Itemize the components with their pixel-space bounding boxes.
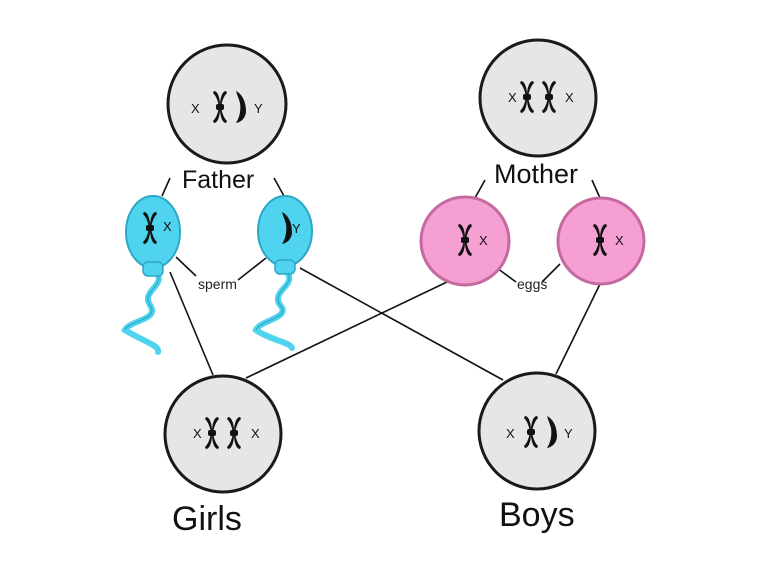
sperm-x	[121, 195, 181, 355]
sperm-icon	[121, 267, 162, 355]
father-cell	[166, 43, 288, 165]
girls-label: Girls	[172, 500, 242, 538]
boys-y-letter: Y	[564, 426, 573, 441]
eggs-label: eggs	[517, 276, 548, 292]
sperm-x-letter: X	[163, 219, 172, 234]
girls-x-letter-right: X	[251, 426, 260, 441]
egg-1	[419, 195, 511, 287]
sperm-y-letter: Y	[292, 221, 301, 236]
egg1-x-letter: X	[479, 233, 488, 248]
girls-x-letter-left: X	[193, 426, 202, 441]
boys-label: Boys	[499, 496, 575, 534]
sperm-icon	[252, 267, 295, 351]
father-y-letter: Y	[254, 101, 263, 116]
mother-x-letter-right: X	[565, 90, 574, 105]
mother-label: Mother	[494, 159, 579, 189]
connector-lines	[161, 177, 601, 381]
mother-cell	[478, 38, 598, 158]
sperm-y	[252, 195, 313, 351]
girls-cell	[163, 374, 283, 494]
father-x-letter: X	[191, 101, 200, 116]
boys-cell	[477, 371, 597, 491]
egg2-x-letter: X	[615, 233, 624, 248]
sperm-label: sperm	[198, 276, 237, 292]
egg-2	[556, 196, 646, 286]
mother-x-letter-left: X	[508, 90, 517, 105]
boys-x-letter: X	[506, 426, 515, 441]
father-label: Father	[182, 166, 255, 194]
